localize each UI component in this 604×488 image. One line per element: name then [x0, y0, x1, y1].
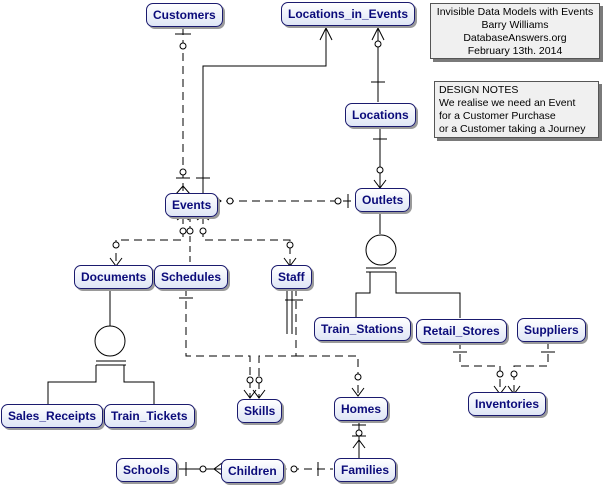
- entity-sales-receipts[interactable]: Sales_Receipts: [1, 404, 104, 428]
- rel-end-documents-circle: [112, 241, 120, 249]
- entity-train-stations[interactable]: Train_Stations: [314, 317, 411, 341]
- info-note-line2: Barry Williams: [481, 19, 549, 31]
- rel-end-events-c2: [186, 227, 194, 235]
- rel-subtype-stations: [355, 272, 371, 318]
- rel-staff-homes: [296, 355, 359, 396]
- rel-events-staff: [202, 216, 291, 266]
- rel-end-outlets-ev-circle: [334, 197, 342, 205]
- rel-end-skills-c2: [255, 376, 263, 384]
- entity-train-tickets[interactable]: Train_Tickets: [104, 404, 195, 428]
- rel-end-lie-loc: [371, 26, 385, 41]
- info-note-line4: February 13th. 2014: [467, 45, 563, 57]
- entity-families[interactable]: Families: [334, 458, 397, 482]
- entity-children[interactable]: Children: [221, 459, 284, 483]
- info-note-line1: Invisible Data Models with Events: [436, 6, 594, 18]
- entity-inventories[interactable]: Inventories: [468, 392, 547, 416]
- rel-end-outlets-circle: [376, 166, 384, 174]
- rel-end-lie-loc-circle: [374, 40, 382, 48]
- rel-end-lie: [319, 26, 333, 41]
- rel-end-events-top-circle: [179, 168, 187, 176]
- entity-suppliers[interactable]: Suppliers: [517, 318, 586, 342]
- entity-locations-in-events[interactable]: Locations_in_Events: [281, 2, 416, 26]
- rel-end-customers-circle: [179, 42, 187, 50]
- entity-staff[interactable]: Staff: [271, 265, 312, 289]
- rel-end-staff-circle: [286, 241, 294, 249]
- design-note-line2: for a Customer Purchase: [439, 110, 556, 122]
- rel-end-inv-c2: [510, 370, 518, 378]
- rel-end-events-out-circle: [226, 197, 234, 205]
- entity-schedules[interactable]: Schedules: [154, 265, 229, 289]
- documents-subtype-bars: [96, 360, 126, 366]
- rel-suppliers-inventories: [513, 341, 549, 394]
- entity-outlets[interactable]: Outlets: [355, 188, 411, 212]
- design-note: DESIGN NOTES We realise we need an Event…: [434, 81, 599, 138]
- rel-subtype-receipts: [47, 365, 97, 405]
- entity-homes[interactable]: Homes: [334, 397, 389, 421]
- rel-end-children-fam-circle: [290, 465, 298, 473]
- rel-end-homes-circle: [354, 373, 362, 381]
- design-note-line1: We realise we need an Event: [439, 97, 576, 109]
- info-note: Invisible Data Models with Events Barry …: [430, 3, 600, 59]
- rel-end-families: [352, 435, 366, 449]
- rel-end-skills-crow: [243, 389, 266, 399]
- outlets-subtype-bars: [366, 267, 396, 273]
- design-note-line3: or a Customer taking a Journey: [439, 123, 586, 135]
- rel-end-inv-c1: [496, 370, 504, 378]
- entity-locations[interactable]: Locations: [345, 103, 416, 127]
- info-note-line3: DatabaseAnswers.org: [463, 32, 567, 44]
- entity-documents[interactable]: Documents: [74, 265, 154, 289]
- documents-subtype-circle: [94, 325, 126, 357]
- outlets-subtype-circle: [365, 234, 397, 266]
- rel-subtype-stores: [395, 272, 461, 318]
- rel-end-events-top: [175, 177, 191, 195]
- rel-end-homes: [351, 387, 365, 397]
- rel-end-skills-c1: [246, 376, 254, 384]
- rel-end-events-c3: [199, 227, 207, 235]
- rel-stores-inventories: [459, 341, 501, 394]
- rel-end-events-c1: [179, 227, 187, 235]
- design-note-heading: DESIGN NOTES: [439, 84, 519, 96]
- rel-subtype-tickets: [123, 365, 155, 405]
- rel-events-documents: [115, 216, 184, 266]
- entity-events[interactable]: Events: [165, 193, 219, 217]
- rel-staff-skills: [258, 288, 297, 398]
- entity-retail-stores[interactable]: Retail_Stores: [416, 319, 507, 343]
- rel-end-families-circle: [355, 429, 363, 437]
- entity-skills[interactable]: Skills: [237, 399, 283, 423]
- rel-schedules-skills: [185, 288, 251, 398]
- entity-customers[interactable]: Customers: [146, 3, 223, 27]
- rel-end-children-school: [213, 462, 223, 476]
- rel-end-staff-skills: [285, 288, 303, 334]
- rel-lie-events: [202, 26, 327, 194]
- entity-schools[interactable]: Schools: [116, 458, 177, 482]
- rel-end-children-school-circle: [199, 465, 207, 473]
